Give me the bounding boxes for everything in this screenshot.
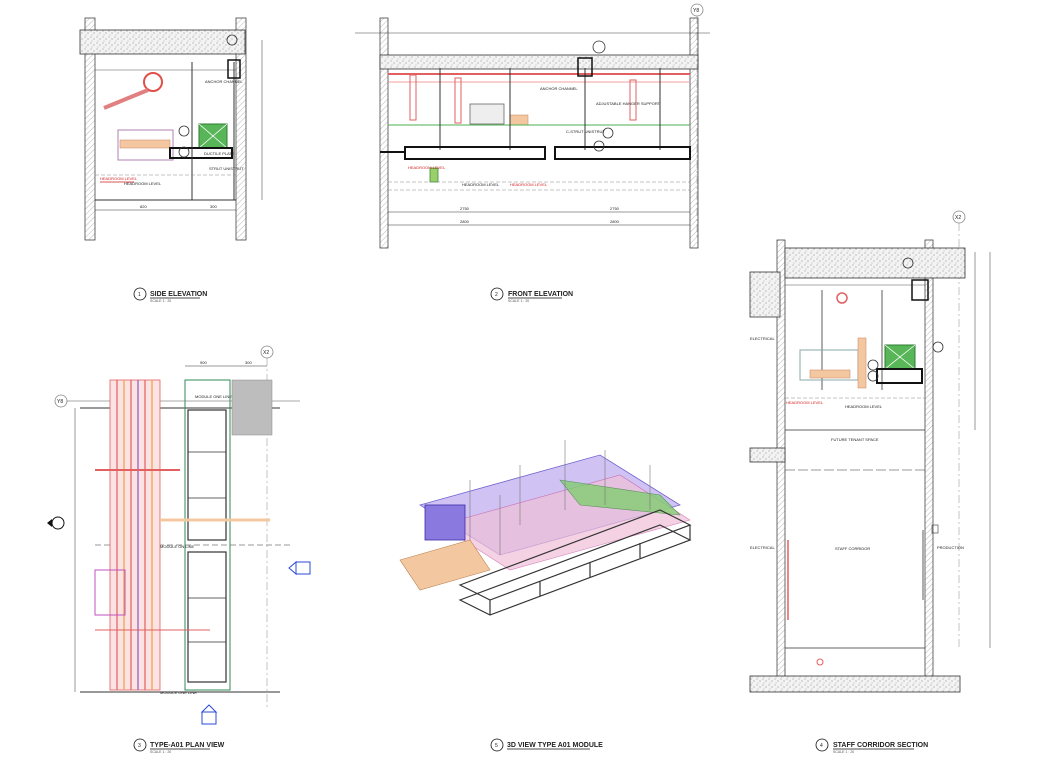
module-line-top: MODULE ONE LINE	[195, 394, 232, 399]
support-frame	[169, 147, 233, 159]
headroom-red-label: HEADROOM LEVEL	[100, 176, 138, 181]
dim-text: 2750	[460, 206, 470, 211]
support-frame-right	[554, 146, 691, 160]
grid-label: X2	[955, 215, 961, 221]
view-title: 3D VIEW TYPE A01 MODULE	[507, 742, 603, 749]
section-mark	[295, 561, 311, 575]
module-line-mid: MODULE ON LINE	[160, 544, 195, 549]
mid-slab	[749, 447, 786, 463]
view-scale: SCALE 1 : 20	[150, 299, 171, 303]
view-title-3: 3 TYPE-A01 PLAN VIEW SCALE 1 : 20	[133, 738, 225, 754]
view-scale: SCALE 1 : 20	[833, 750, 854, 754]
section-mark	[201, 711, 217, 725]
corridor-section-view: X2 ELECTRICAL ELECTRIC	[749, 210, 991, 693]
grid-label: X2	[263, 350, 269, 356]
future-tenant-label: FUTURE TENANT SPACE	[831, 437, 879, 442]
view-number: 3	[138, 743, 141, 749]
ceiling-slab	[379, 54, 699, 70]
dim-text: 820	[140, 204, 147, 209]
dim-text: 2800	[610, 219, 620, 224]
dim-text: 300	[245, 360, 252, 365]
headroom-red-label: HEADROOM LEVEL	[786, 400, 824, 405]
grid-label: Y8	[693, 8, 699, 14]
dim-text: 2750	[610, 206, 620, 211]
view-title: SIDE ELEVATION	[150, 291, 207, 298]
view-title-5: 5 3D VIEW TYPE A01 MODULE	[490, 738, 603, 752]
anchor-channel-label: ANCHOR CHANNEL	[205, 79, 243, 84]
upper-slab	[784, 247, 966, 279]
staff-corridor-label: STAFF CORRIDOR	[835, 546, 870, 551]
anchor-channel-label: ANCHOR CHANNEL	[540, 86, 578, 91]
ceiling-slab	[79, 29, 246, 55]
right-wall-hatch	[235, 17, 247, 241]
c-strut-label: C-STRUT UNISTRUT	[566, 129, 605, 134]
module-line-bottom: MODULE ONE LINE	[160, 690, 197, 695]
view-title-1: 1 SIDE ELEVATION SCALE 1 : 20	[133, 287, 207, 303]
ductile-plate-label: DUCTILE PLATE	[204, 151, 235, 156]
view-title: STAFF CORRIDOR SECTION	[833, 742, 928, 749]
dim-text: 900	[200, 360, 207, 365]
adjustable-hanger-label: ADJUSTABLE HANGER SUPPORT	[596, 101, 661, 106]
headroom-level-label: HEADROOM LEVEL	[124, 181, 162, 186]
grey-block	[231, 379, 273, 436]
left-slab-edge	[749, 271, 781, 318]
right-wall-hatch	[924, 239, 934, 691]
electrical-bottom-label: ELECTRICAL	[750, 545, 775, 550]
duct-fitting	[143, 72, 163, 92]
support-frame-left	[404, 146, 546, 160]
view-number: 4	[820, 743, 823, 749]
headroom-red-left: HEADROOM LEVEL	[408, 165, 446, 170]
view-title: FRONT ELEVATION	[508, 291, 573, 298]
side-elevation-view: ANCHOR CHANNEL DUCTILE PLATE STRUT UNIST…	[79, 17, 263, 241]
view-scale: SCALE 1 : 20	[508, 299, 529, 303]
right-wall-hatch	[689, 17, 699, 249]
strut-label: STRUT UNISTRUT	[209, 166, 244, 171]
dim-text: 300	[210, 204, 217, 209]
grid-label: Y8	[57, 399, 63, 405]
view-title-4: 4 STAFF CORRIDOR SECTION SCALE 1 : 20	[815, 738, 928, 754]
view-number: 5	[495, 743, 498, 749]
production-label: PRODUCTION	[937, 545, 964, 550]
front-elevation-view: Y8 ANCHOR CHANNEL ADJUSTABLE HANGER SUPP…	[355, 3, 710, 249]
view-title-2: 2 FRONT ELEVATION SCALE 1 : 20	[490, 287, 573, 303]
3d-module-view	[399, 440, 692, 616]
view-number: 1	[138, 292, 141, 298]
dim-text: 2800	[460, 219, 470, 224]
headroom-level-label: HEADROOM LEVEL	[462, 182, 500, 187]
headroom-level-label: HEADROOM LEVEL	[845, 404, 883, 409]
plan-view: Y8 X2 MODULE	[47, 345, 311, 725]
view-number: 2	[495, 292, 498, 298]
view-title: TYPE-A01 PLAN VIEW	[150, 742, 225, 749]
electrical-top-label: ELECTRICAL	[750, 336, 775, 341]
left-wall-hatch	[379, 17, 389, 249]
left-wall-hatch	[84, 17, 96, 241]
floor-slab	[749, 675, 961, 693]
headroom-red-mid: HEADROOM LEVEL	[510, 182, 548, 187]
view-scale: SCALE 1 : 20	[150, 750, 171, 754]
